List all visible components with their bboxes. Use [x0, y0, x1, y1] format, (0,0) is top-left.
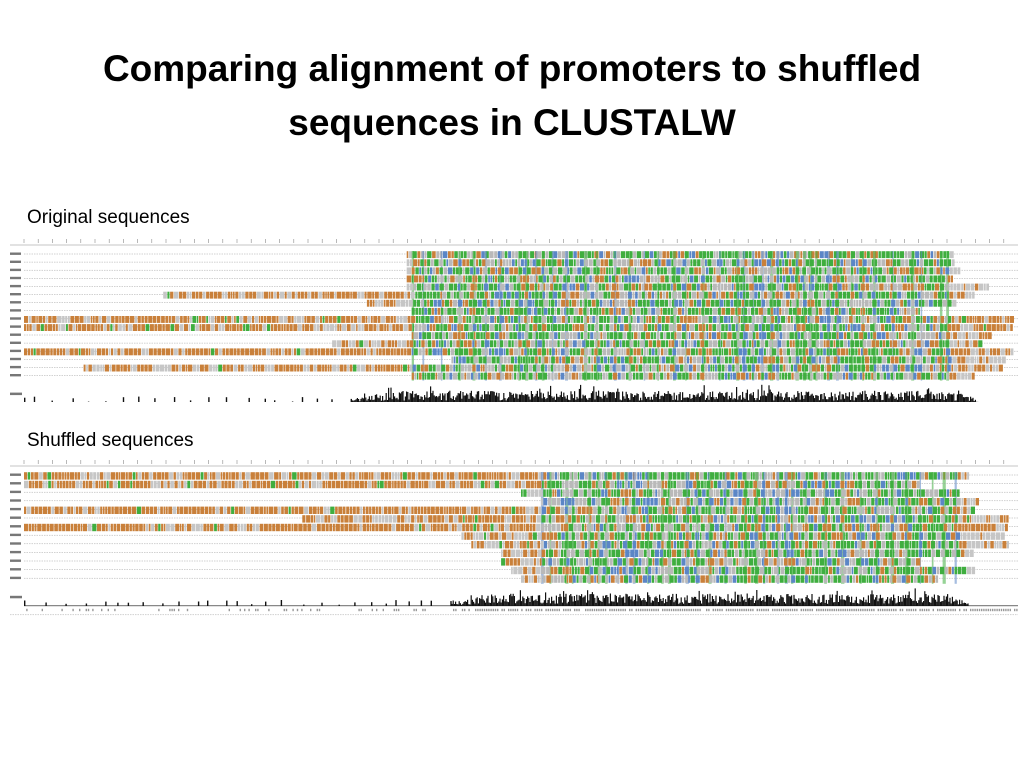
sequence-row [10, 575, 1018, 583]
sequence-row [10, 506, 1018, 514]
sequence-row [10, 480, 1018, 489]
sequence-rows [10, 251, 1018, 381]
conservation-histogram [10, 588, 1018, 607]
sequence-row [10, 541, 1018, 549]
consensus-row [10, 608, 1018, 616]
sequence-row [10, 515, 1018, 523]
sequence-row [10, 324, 1018, 331]
sequence-row [10, 259, 1018, 267]
sequence-row [10, 307, 1018, 315]
sequence-row [10, 283, 1018, 291]
original-sequences-label: Original sequences [27, 207, 190, 228]
sequence-row [10, 275, 1018, 283]
sequence-row [10, 316, 1018, 323]
sequence-row [10, 251, 1018, 259]
sequence-row [10, 549, 1018, 557]
sequence-rows [10, 472, 1018, 584]
sequence-row [10, 364, 1018, 372]
original-alignment-image [0, 237, 1024, 402]
sequence-row [10, 489, 1018, 497]
sequence-row [10, 348, 1018, 356]
original-alignment-graphic [10, 239, 1018, 402]
position-ruler [10, 239, 1018, 246]
shuffled-alignment-graphic [10, 460, 1018, 616]
sequence-row [10, 566, 1018, 575]
sequence-row [10, 472, 1018, 480]
sequence-row [10, 498, 1018, 506]
shuffled-sequences-label: Shuffled sequences [27, 430, 194, 451]
sequence-row [10, 523, 1018, 532]
conservation-histogram [10, 384, 979, 402]
sequence-row [10, 340, 1018, 348]
sequence-row [10, 558, 1018, 566]
sequence-row [10, 356, 1018, 364]
slide-title-line1: Comparing alignment of promoters to shuf… [102, 48, 922, 89]
sequence-row [10, 332, 1018, 340]
sequence-row [10, 291, 1018, 299]
position-ruler [10, 460, 1018, 467]
sequence-row [10, 532, 1018, 540]
shuffled-alignment-image [0, 458, 1024, 626]
sequence-row [10, 299, 1018, 307]
sequence-row [10, 267, 1018, 275]
slide-title: Comparing alignment of promoters to shuf… [0, 42, 1024, 150]
slide-title-line2: sequences in CLUSTALW [288, 102, 736, 143]
sequence-row [10, 372, 1018, 380]
